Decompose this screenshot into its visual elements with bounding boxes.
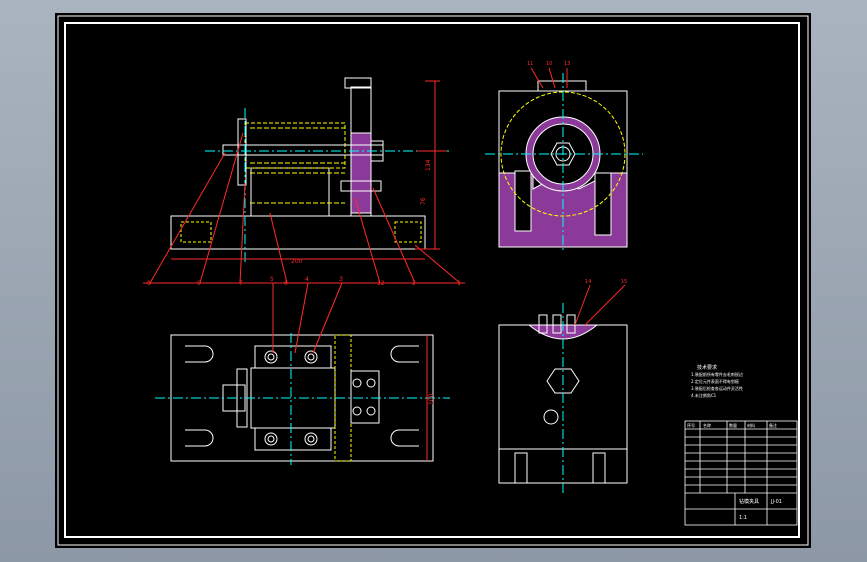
svg-text:13: 13	[564, 61, 570, 67]
note-line-2: 2.定位元件表面不得有划痕	[691, 378, 739, 384]
detail-view	[498, 284, 628, 493]
note-line-4: 4.未注倒角C1	[691, 392, 717, 398]
dim-height-1: 134	[425, 159, 432, 171]
svg-text:6: 6	[284, 280, 288, 287]
dim-width: 100	[428, 393, 435, 405]
side-view	[485, 67, 643, 253]
inner-border	[64, 22, 800, 538]
svg-text:数量: 数量	[729, 422, 737, 428]
svg-text:15: 15	[621, 279, 627, 285]
front-callouts: 8 9 7 6 12 2 1	[147, 280, 461, 287]
title-block-text: 序号 名称 数量 材料 备注 钻模夹具 JJ-01 1:1	[687, 422, 782, 521]
drawing-scale: 1:1	[739, 515, 747, 521]
note-line-3: 3.装配后检查各运动件灵活性	[691, 385, 743, 391]
svg-text:4: 4	[305, 276, 309, 283]
upright-section	[350, 132, 372, 214]
svg-text:3: 3	[339, 276, 343, 283]
notes-title: 技术要求	[697, 364, 717, 371]
svg-text:材料: 材料	[747, 422, 755, 428]
outer-border	[57, 15, 809, 546]
svg-text:8: 8	[147, 280, 151, 287]
svg-text:2: 2	[412, 280, 416, 287]
drawing-sheet: 200 134 76 8 9 7 6 12 2 1 11	[55, 13, 811, 548]
title-block	[684, 420, 798, 526]
drawing-number: JJ-01	[770, 499, 782, 505]
dim-overall-length: 200	[291, 258, 303, 265]
drawing-name: 钻模夹具	[739, 498, 759, 505]
svg-text:7: 7	[239, 280, 243, 287]
technical-notes: 技术要求 1.装配前所有零件去毛刺锐边 2.定位元件表面不得有划痕 3.装配后检…	[691, 364, 743, 398]
detail-callouts: 14 15	[585, 279, 627, 285]
svg-text:1: 1	[457, 280, 461, 287]
note-line-1: 1.装配前所有零件去毛刺锐边	[691, 371, 743, 377]
svg-text:5: 5	[270, 276, 274, 283]
front-view	[143, 77, 465, 284]
svg-text:备注: 备注	[769, 422, 777, 428]
svg-text:9: 9	[197, 280, 201, 287]
top-callouts: 5 4 3	[270, 276, 343, 283]
top-view	[155, 282, 450, 465]
svg-text:11: 11	[527, 61, 533, 67]
base-plate	[170, 215, 426, 250]
side-callouts: 11 10 13	[527, 61, 570, 67]
svg-text:名称: 名称	[703, 422, 711, 428]
svg-text:序号: 序号	[687, 422, 695, 428]
cad-canvas[interactable]: 200 134 76 8 9 7 6 12 2 1 11	[55, 13, 811, 548]
svg-text:12: 12	[377, 280, 385, 287]
dim-height-2: 76	[420, 197, 427, 205]
svg-text:14: 14	[585, 279, 591, 285]
svg-text:10: 10	[546, 61, 552, 67]
